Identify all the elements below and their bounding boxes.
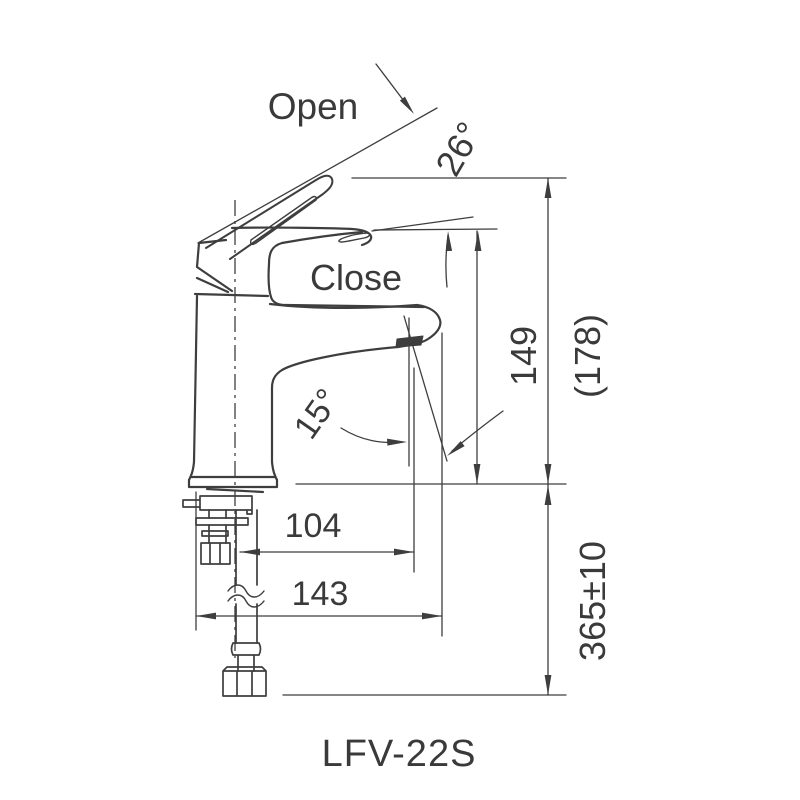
labels: Open Close 26° 15° 149 (178) 365±10 104 … [268,86,613,775]
dim149-top-arrowhead [474,231,482,251]
reference-lines [195,107,567,696]
grip-slot [338,232,371,243]
washer-bar-2 [201,530,229,537]
closed-sloped-line [371,216,474,232]
faucet-body [187,238,442,494]
dim104-left-arrowhead [240,548,260,556]
model-label: LFV-22S [322,733,477,775]
mounting-bracket [182,495,253,515]
dim-104-label: 104 [285,507,342,545]
angle-15-label: 15° [287,382,348,446]
open-arrowhead [399,96,414,114]
supply-tube-lower [235,603,258,644]
body-outline [187,294,279,489]
grip-body [267,241,426,309]
angle-26-label: 26° [427,115,490,183]
dimension-lines [195,63,549,696]
dim-143-label: 143 [292,575,349,613]
handle-closed-position [230,226,426,309]
dim104-right-arrowhead [394,548,414,556]
dim365-bottom-arrowhead [544,675,552,695]
dim365-top-arrowhead [544,485,552,505]
mounting-hardware [182,495,267,697]
dim178-top-arrowhead [544,178,552,198]
spout [268,302,442,390]
angle15-leader-arrowhead [387,438,407,446]
dim143-right-arrowhead [422,612,442,620]
dim-365-label: 365±10 [572,541,613,661]
grip-top-edge [230,226,373,247]
washer-bar [195,517,249,526]
open-lever [205,174,334,260]
angle15-arc-arrowhead [447,441,465,456]
hose-end-nut [222,666,267,697]
base-band [189,475,277,494]
tube-break-symbol [227,584,265,608]
threaded-shank [208,509,227,544]
close-label: Close [310,257,402,298]
angle26-arrowhead [445,231,453,252]
supply-tube-upper [235,509,258,586]
grip-upper-line [280,230,364,245]
hose-collar [230,642,262,672]
tilted-stream-line [403,315,448,462]
open-lever-slot [249,195,317,246]
dim143-left-arrowhead [196,612,216,620]
handle-open-position [205,174,334,260]
cap-front [195,238,234,294]
open-position-line [197,107,438,244]
dim-149-label: 149 [503,326,544,386]
open-label: Open [268,86,359,127]
lock-nut [200,542,231,565]
dim149-bottom-arrowhead [473,464,481,484]
dim178-bottom-arrowhead [544,464,552,484]
closed-horizontal-line [373,228,498,231]
dim-178-label: (178) [567,314,608,398]
arrowheads [196,96,552,695]
body-shoulder [193,292,270,298]
